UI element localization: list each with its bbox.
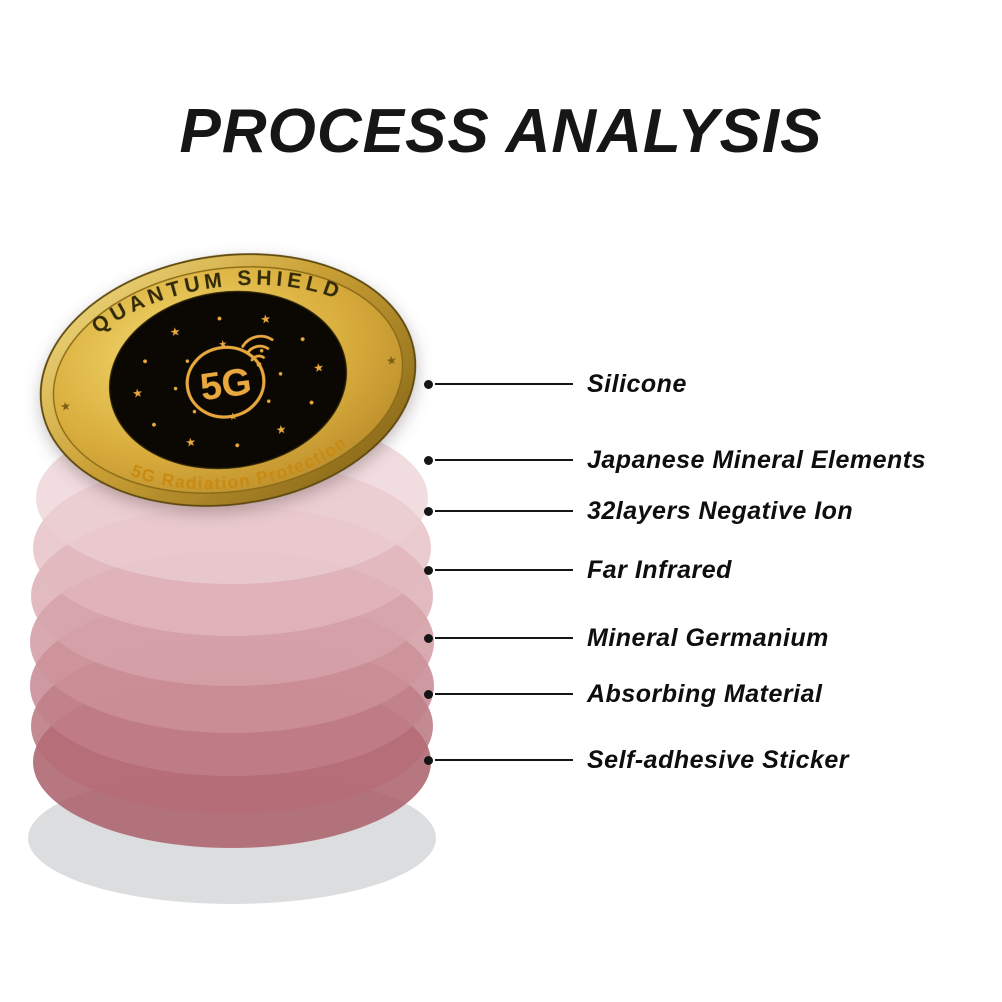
layer-label: 32layers Negative Ion [587, 496, 854, 525]
quantum-shield-sticker: QUANTUM SHIELD 5G Radiation Protection ★… [20, 227, 436, 534]
star-icon: ★ [131, 386, 144, 401]
label-row-silicone: Silicone [424, 367, 687, 401]
layer-label: Japanese Mineral Elements [587, 445, 927, 474]
leader-dot [424, 633, 433, 643]
dot-icon: ● [259, 346, 265, 356]
leader-dot [424, 565, 433, 575]
dot-icon: ● [299, 333, 306, 344]
layer-label: Absorbing Material [587, 679, 823, 708]
star-icon: ★ [59, 399, 72, 414]
layer-label: Mineral Germanium [587, 623, 829, 652]
star-ring-outer: ★ ● ★ ● ★ ● ★ ● ★ ● ★ ● [131, 311, 325, 451]
dot-icon: ● [216, 313, 223, 324]
label-row-far-infrared: Far Infrared [424, 553, 732, 587]
leader-dot [424, 379, 433, 389]
star-icon: ★ [385, 353, 398, 368]
layer-label: Far Infrared [587, 555, 732, 584]
label-row-mineral-germanium: Mineral Germanium [424, 621, 829, 655]
dot-icon: ● [150, 419, 157, 430]
star-icon: ★ [259, 311, 272, 326]
dot-icon: ● [308, 397, 315, 408]
layer-label: Silicone [587, 369, 687, 398]
star-icon: ★ [169, 324, 182, 339]
leader-line [435, 693, 573, 695]
emblem-ring [185, 345, 266, 419]
leader-dot [424, 455, 433, 465]
sticker-black-disc [108, 290, 348, 470]
star-icon: ★ [275, 422, 288, 437]
sticker-graphic: QUANTUM SHIELD 5G Radiation Protection ★… [39, 252, 417, 507]
leader-dot [424, 506, 433, 516]
page-title: PROCESS ANALYSIS [179, 97, 823, 166]
star-icon: ★ [218, 339, 228, 351]
wifi-signal-icon [241, 334, 274, 367]
dot-icon: ● [278, 369, 284, 379]
label-row-self-adhesive-sticker: Self-adhesive Sticker [424, 743, 849, 777]
dot-icon: ● [184, 356, 190, 366]
leader-line [435, 383, 573, 385]
dot-icon: ● [234, 440, 241, 451]
leader-dot [424, 689, 433, 699]
label-row-negative-ion: 32layers Negative Ion [424, 494, 853, 528]
dot-icon: ● [266, 396, 272, 406]
label-row-mineral-elements: Japanese Mineral Elements [424, 443, 926, 477]
leader-line [435, 759, 573, 761]
leader-dot [424, 755, 433, 765]
star-icon: ★ [312, 360, 325, 375]
dot-icon: ● [192, 407, 198, 417]
leader-line [435, 637, 573, 639]
leader-line [435, 510, 573, 512]
layer-label: Self-adhesive Sticker [587, 745, 850, 774]
emblem-5g-label: 5G [197, 359, 254, 409]
label-row-absorbing-material: Absorbing Material [424, 677, 822, 711]
leader-line [435, 569, 573, 571]
dot-icon: ● [142, 356, 149, 367]
star-icon: ★ [184, 434, 197, 449]
leader-line [435, 459, 573, 461]
dot-icon: ● [173, 384, 179, 394]
